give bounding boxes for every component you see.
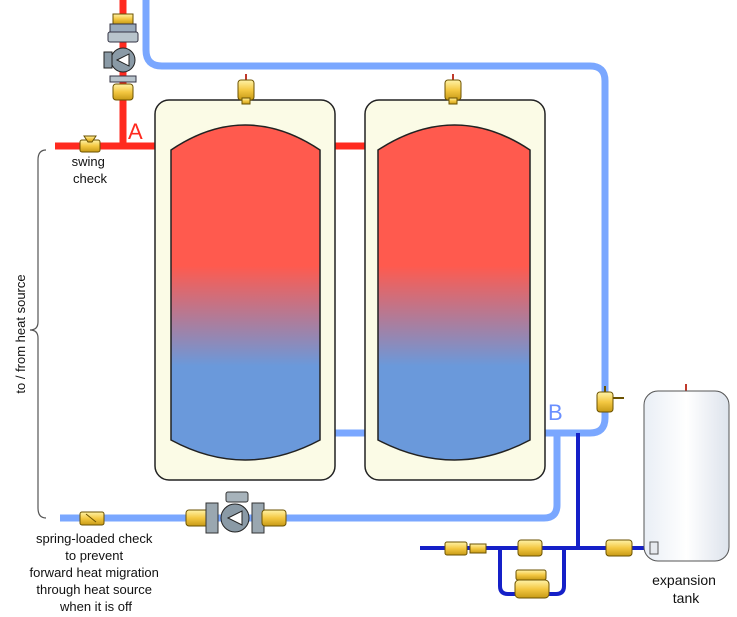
point-b-label: B xyxy=(548,400,563,425)
swing-check-label: swing check xyxy=(72,154,109,186)
point-a-label: A xyxy=(128,119,143,144)
air-vent-right-icon xyxy=(444,74,462,105)
expansion-tank-icon xyxy=(643,384,730,562)
return-pipe-top xyxy=(142,0,609,437)
air-vent-left-icon xyxy=(237,74,255,105)
spring-check-label: spring-loaded check to prevent forward h… xyxy=(30,531,163,614)
bottom-circulator-pump-icon xyxy=(185,491,287,534)
spring-check-valve-icon xyxy=(79,511,105,526)
cold-inlet-valves-icon xyxy=(444,539,633,557)
heat-source-label: to / from heat source xyxy=(13,274,28,393)
swing-check-valve-icon xyxy=(79,135,101,153)
return-pipe-bottom xyxy=(60,433,561,522)
heat-source-brace xyxy=(29,149,47,519)
pressure-reducing-valve-icon xyxy=(514,569,550,599)
storage-tank-left xyxy=(154,99,336,481)
top-circulator-pump-icon xyxy=(103,13,139,101)
storage-tank-right xyxy=(364,99,546,481)
purge-valve-icon xyxy=(596,386,624,413)
expansion-tank-label: expansion tank xyxy=(652,572,720,606)
